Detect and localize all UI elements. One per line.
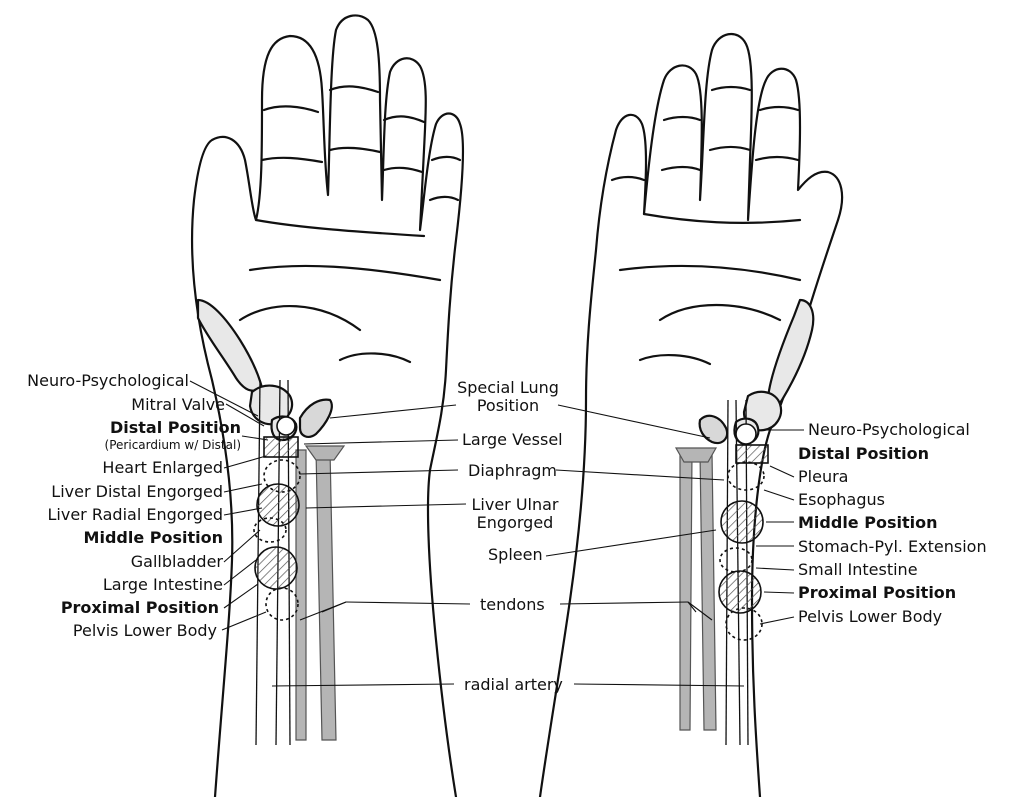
left-tendon-1 — [296, 450, 306, 740]
label-spleen: Spleen — [488, 546, 543, 564]
label-left-distal-sub: (Pericardium w/ Distal) — [105, 438, 241, 452]
label-left-distal: Distal Position — [110, 419, 241, 437]
right-proximal-circle — [719, 571, 761, 613]
label-right-pleura: Pleura — [798, 468, 848, 486]
label-left-proximal: Proximal Position — [61, 599, 219, 617]
label-left-liver-distal: Liver Distal Engorged — [51, 483, 223, 501]
label-right-stomach: Stomach-Pyl. Extension — [798, 538, 987, 556]
right-hand-outline — [540, 34, 842, 797]
label-diaphragm: Diaphragm — [468, 462, 557, 480]
label-right-esophagus: Esophagus — [798, 491, 885, 509]
right-middle-circle — [721, 501, 763, 543]
left-distal-circle — [277, 417, 295, 435]
right-distal-circle — [736, 424, 756, 444]
label-left-middle: Middle Position — [84, 529, 223, 547]
label-left-mitral: Mitral Valve — [131, 396, 225, 414]
left-tendon-2 — [316, 450, 336, 740]
label-left-pelvis: Pelvis Lower Body — [73, 622, 217, 640]
label-right-neuro: Neuro-Psychological — [808, 421, 970, 439]
label-liver-ulnar: Liver Ulnar Engorged — [466, 496, 564, 532]
label-special-lung: Special Lung Position — [456, 379, 560, 415]
label-left-heart: Heart Enlarged — [102, 459, 223, 477]
label-right-proximal: Proximal Position — [798, 584, 956, 602]
label-left-gallbladder: Gallbladder — [131, 553, 223, 571]
left-proximal-circle — [255, 547, 297, 589]
label-right-pelvis: Pelvis Lower Body — [798, 608, 942, 626]
label-left-liver-radial: Liver Radial Engorged — [48, 506, 224, 524]
label-radial-artery: radial artery — [464, 676, 563, 694]
right-tendon-1 — [680, 452, 692, 730]
label-large-vessel: Large Vessel — [462, 431, 563, 449]
label-left-large-intestine: Large Intestine — [103, 576, 223, 594]
label-right-distal: Distal Position — [798, 445, 929, 463]
label-right-middle: Middle Position — [798, 514, 937, 532]
right-tendon-2 — [700, 452, 716, 730]
label-right-small-intestine: Small Intestine — [798, 561, 918, 579]
label-tendons: tendons — [480, 596, 545, 614]
label-left-neuro: Neuro-Psychological — [27, 372, 189, 390]
